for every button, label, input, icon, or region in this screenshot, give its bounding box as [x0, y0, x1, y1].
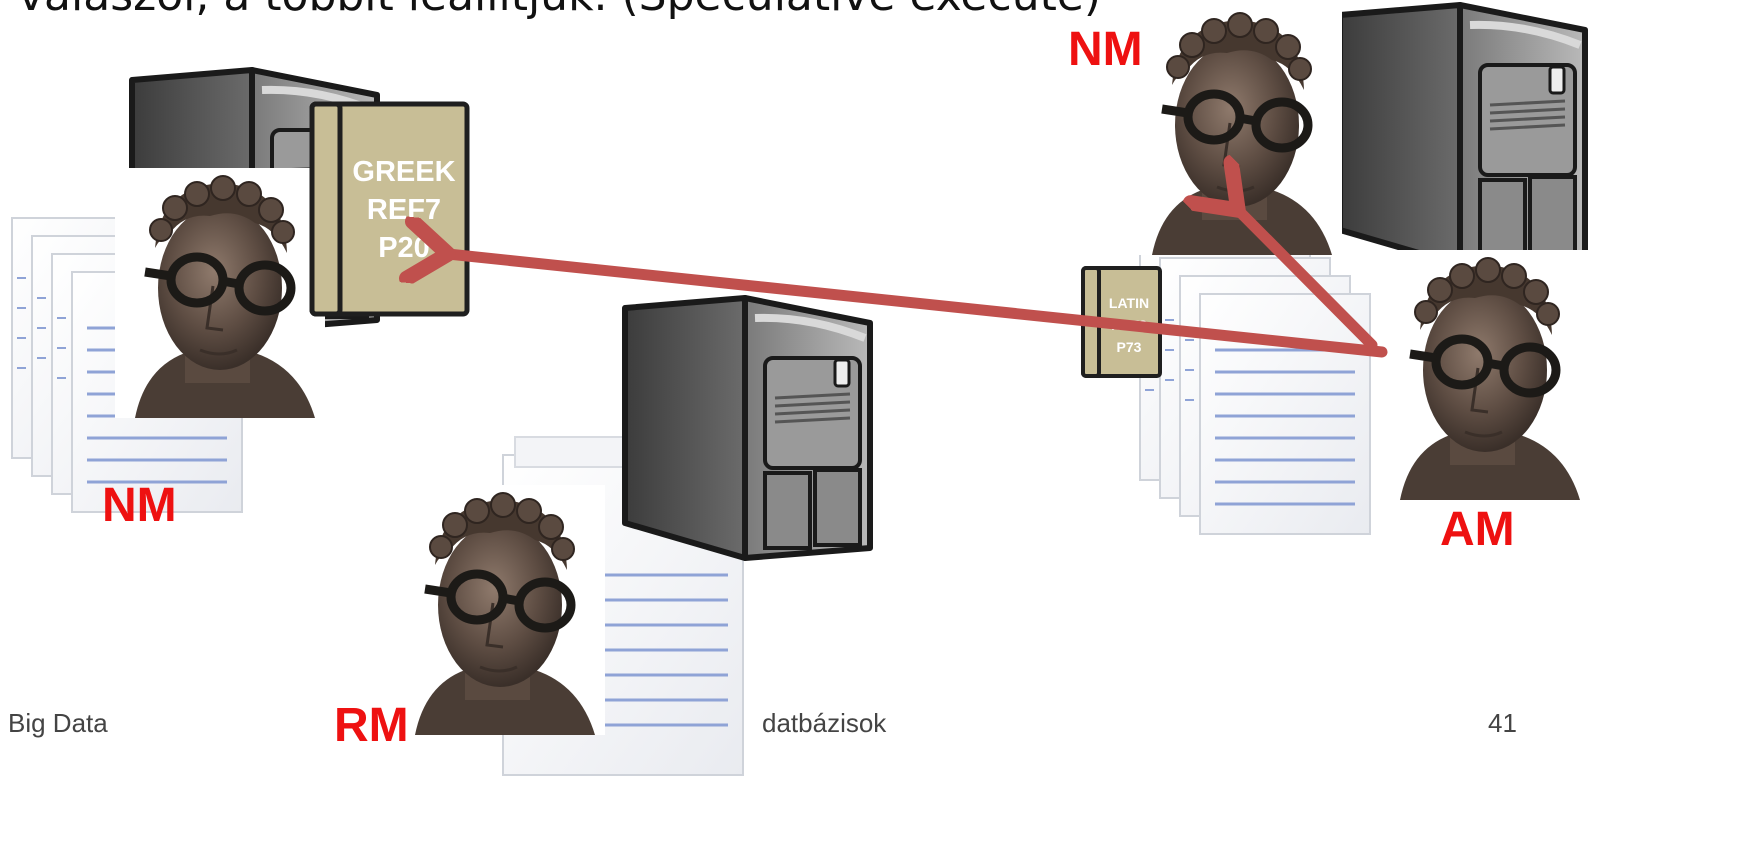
arrow-icon-am-to-greek: [448, 254, 1388, 358]
person-avatar-icon-rm: [395, 485, 605, 735]
role-label-nm-left: NM: [102, 479, 177, 532]
server-icon-middle: [625, 298, 870, 558]
slide-heading: válaszol, a többit leállítjuk. (Speculat…: [18, 0, 1101, 21]
person-avatar-icon-nm-right: [1132, 5, 1342, 255]
book-label-line: REF7: [367, 194, 441, 226]
book-icon-greek: GREEK REF7 P20: [309, 101, 470, 317]
document-stack-icon-right: [1138, 238, 1372, 536]
book-label-line: GREEK: [352, 156, 455, 188]
footer-left-text: Big Data: [8, 708, 108, 738]
book-label-line: P73: [1117, 339, 1142, 355]
footer-center-text: datbázisok: [762, 708, 887, 738]
person-avatar-icon-nm-left: [115, 168, 325, 418]
role-label-am: AM: [1440, 503, 1515, 556]
page-number: 41: [1488, 708, 1517, 738]
person-avatar-icon-am: [1380, 250, 1590, 500]
server-icon-right: [1340, 5, 1585, 265]
role-label-rm: RM: [334, 699, 409, 752]
book-label-line: LATIN: [1109, 295, 1149, 311]
book-label-line: P20: [378, 232, 430, 264]
arrow-icon-am-to-nm: [1238, 210, 1378, 351]
role-label-nm-top: NM: [1068, 23, 1143, 76]
